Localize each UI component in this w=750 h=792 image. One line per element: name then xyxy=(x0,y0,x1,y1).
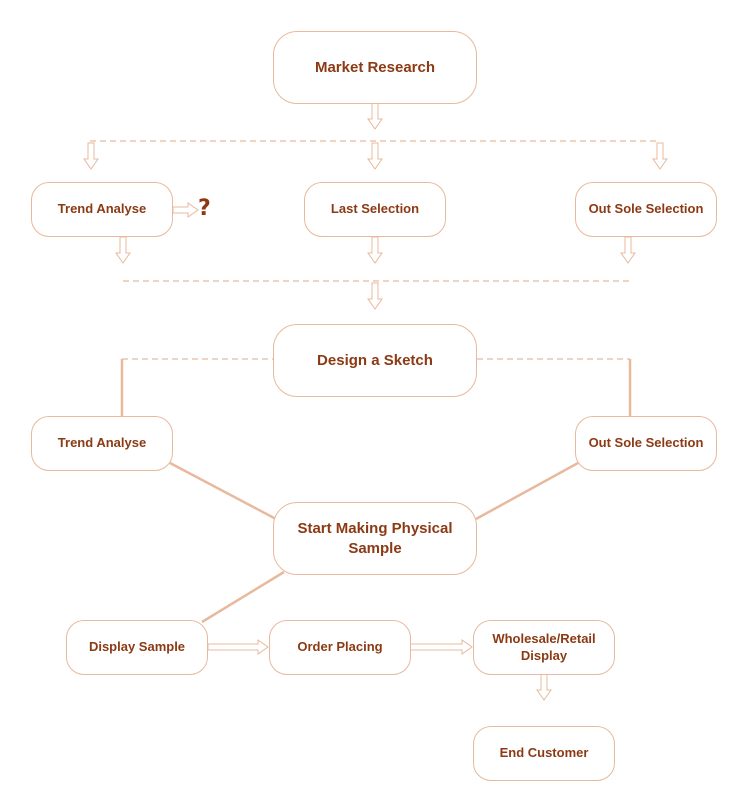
node-display-sample: Display Sample xyxy=(66,620,208,675)
arrow-to-outsole xyxy=(652,142,668,170)
arrow-to-design xyxy=(367,282,383,310)
node-physical-sample: Start Making Physical Sample xyxy=(273,502,477,575)
arrow-to-last xyxy=(367,142,383,170)
arrow-trend-right xyxy=(172,202,199,218)
node-end-customer: End Customer xyxy=(473,726,615,781)
node-order-placing: Order Placing xyxy=(269,620,411,675)
diag-right xyxy=(475,461,579,521)
question-mark: ? xyxy=(198,196,211,221)
arrow-from-outsole xyxy=(620,236,636,264)
node-out-sole-top: Out Sole Selection xyxy=(575,182,717,237)
diag-to-display xyxy=(201,570,285,624)
node-wholesale-retail: Wholesale/Retail Display xyxy=(473,620,615,675)
arrow-to-end xyxy=(536,673,552,701)
node-trend-analyse-mid: Trend Analyse xyxy=(31,416,173,471)
node-out-sole-mid: Out Sole Selection xyxy=(575,416,717,471)
arrow-display-order xyxy=(207,639,269,655)
arrow-from-trend xyxy=(115,236,131,264)
node-market-research: Market Research xyxy=(273,31,477,104)
node-design-sketch: Design a Sketch xyxy=(273,324,477,397)
arrow-market-down xyxy=(367,102,383,130)
arrow-to-trend xyxy=(83,142,99,170)
arrow-from-last xyxy=(367,236,383,264)
node-last-selection: Last Selection xyxy=(304,182,446,237)
arrow-order-wholesale xyxy=(409,639,473,655)
node-trend-analyse-top: Trend Analyse xyxy=(31,182,173,237)
diag-left xyxy=(169,461,277,521)
